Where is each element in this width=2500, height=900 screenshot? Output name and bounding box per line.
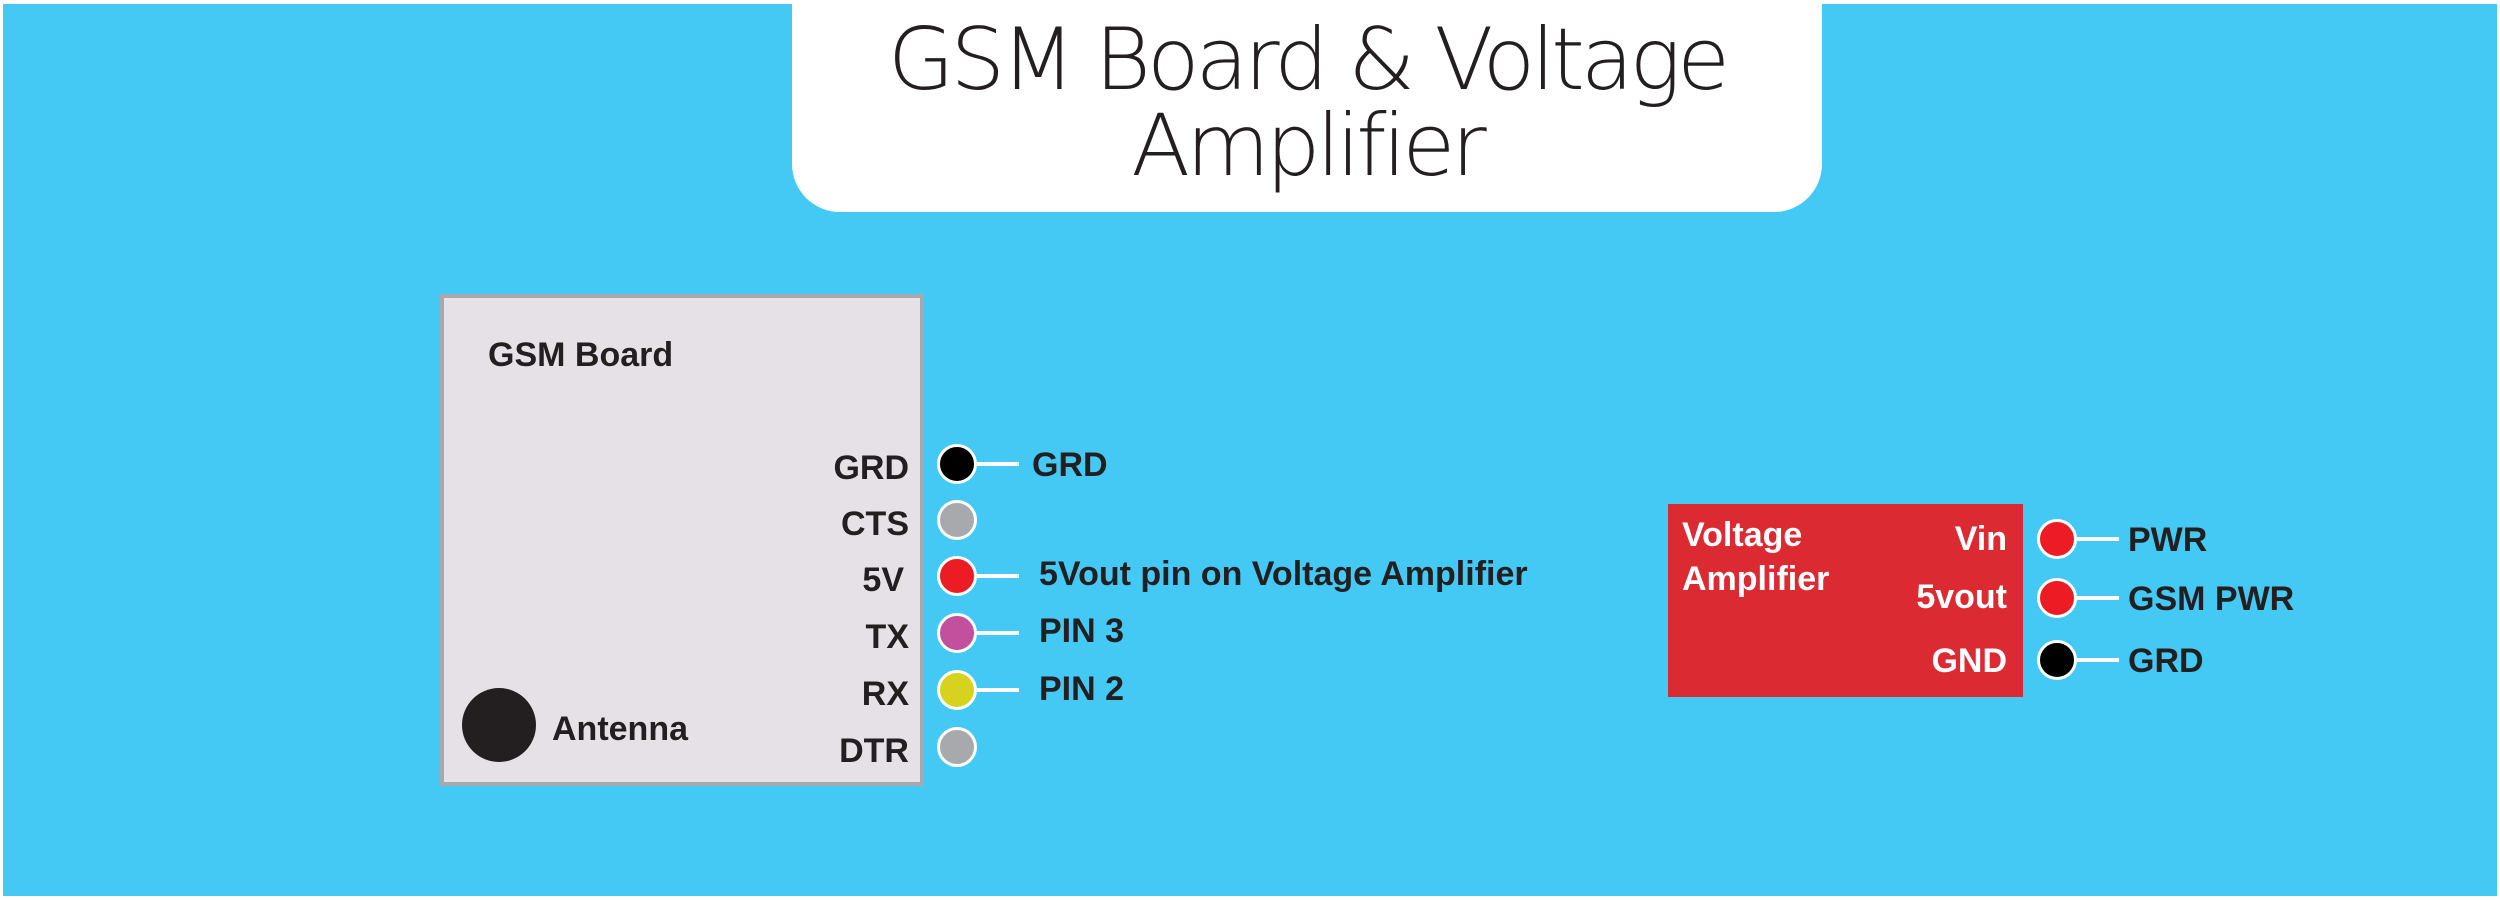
gsm-target-5v: 5Vout pin on Voltage Amplifier bbox=[1039, 555, 1528, 593]
gsm-wire-5v bbox=[977, 574, 1019, 578]
diagram-canvas: GSM Board & Voltage Amplifier GSM Board … bbox=[3, 4, 2497, 896]
gsm-target-tx: PIN 3 bbox=[1039, 612, 1125, 650]
gsm-target-grd: GRD bbox=[1032, 446, 1108, 484]
gsm-wire-tx bbox=[977, 631, 1019, 635]
antenna-label: Antenna bbox=[552, 710, 688, 748]
amp-wire-gnd bbox=[2077, 658, 2119, 662]
gsm-board-label: GSM Board bbox=[488, 336, 674, 374]
amp-pin-label-vin: Vin bbox=[1954, 520, 2007, 558]
gsm-pin-dot-dtr bbox=[937, 727, 977, 767]
antenna-icon bbox=[462, 688, 536, 762]
amp-target-vin: PWR bbox=[2128, 521, 2208, 559]
title-card: GSM Board & Voltage Amplifier bbox=[792, 4, 1822, 212]
gsm-pin-dot-cts bbox=[937, 500, 977, 540]
gsm-pin-dot-tx bbox=[937, 613, 977, 653]
amp-pin-label-5vout: 5vout bbox=[1916, 578, 2007, 616]
gsm-pin-label-grd: GRD bbox=[833, 449, 909, 487]
gsm-target-rx: PIN 2 bbox=[1039, 670, 1125, 708]
gsm-pin-label-rx: RX bbox=[861, 675, 909, 713]
gsm-pin-label-dtr: DTR bbox=[839, 732, 909, 770]
amp-wire-5vout bbox=[2077, 596, 2119, 600]
gsm-pin-dot-rx bbox=[937, 670, 977, 710]
amp-wire-vin bbox=[2077, 537, 2119, 541]
voltage-amplifier-box: Voltage Amplifier bbox=[1668, 504, 2023, 697]
gsm-board: GSM Board Antenna bbox=[440, 294, 924, 786]
amp-pin-dot-5vout bbox=[2037, 578, 2077, 618]
amplifier-label-line-2: Amplifier bbox=[1682, 560, 1830, 598]
amp-pin-dot-vin bbox=[2037, 519, 2077, 559]
gsm-pin-label-5v: 5V bbox=[862, 561, 904, 599]
gsm-wire-grd bbox=[977, 462, 1019, 466]
amp-target-5vout: GSM PWR bbox=[2128, 580, 2295, 618]
amp-target-gnd: GRD bbox=[2128, 642, 2204, 680]
gsm-pin-dot-5v bbox=[937, 556, 977, 596]
gsm-pin-label-tx: TX bbox=[865, 618, 909, 656]
amplifier-label-line-1: Voltage bbox=[1682, 516, 1803, 554]
amp-pin-label-gnd: GND bbox=[1931, 642, 2007, 680]
gsm-pin-dot-grd bbox=[937, 444, 977, 484]
amp-pin-dot-gnd bbox=[2037, 640, 2077, 680]
gsm-pin-label-cts: CTS bbox=[841, 505, 909, 543]
gsm-wire-rx bbox=[977, 688, 1019, 692]
title-line-1: GSM Board & Voltage bbox=[887, 10, 1730, 110]
title-line-2: Amplifier bbox=[1131, 96, 1486, 196]
